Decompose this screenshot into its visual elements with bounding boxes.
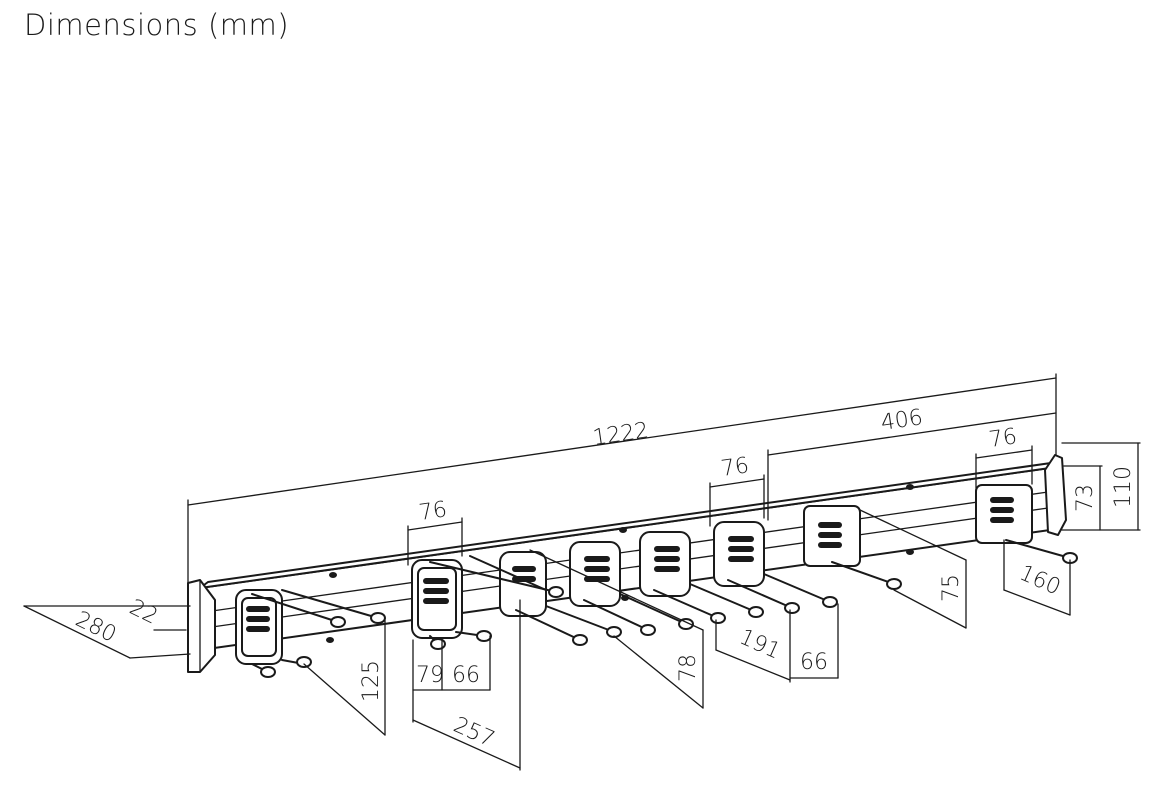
hook-bracket-6 xyxy=(713,521,765,587)
hook-bracket-2 xyxy=(411,559,463,639)
hook-bracket-1 xyxy=(235,589,283,665)
dim-label-191: 191 xyxy=(736,625,785,665)
right-end-cap xyxy=(1044,454,1067,536)
dim-label-66-mid: 66 xyxy=(800,650,828,675)
dim-label-76-left: 76 xyxy=(417,497,448,526)
dim-label-78: 78 xyxy=(676,654,701,682)
dim-label-75: 75 xyxy=(939,574,964,602)
dimension-lines xyxy=(23,373,1141,771)
dim-label-66-left: 66 xyxy=(452,663,480,688)
dim-label-406: 406 xyxy=(879,405,924,436)
left-end-cap xyxy=(187,579,216,673)
dim-label-110: 110 xyxy=(1111,466,1136,508)
dim-label-73: 73 xyxy=(1073,484,1098,512)
hook-bracket-7 xyxy=(803,505,861,567)
dim-label-1222: 1222 xyxy=(591,418,650,451)
dim-label-79: 79 xyxy=(416,663,444,688)
hook-rods xyxy=(251,539,1078,678)
hook-bracket-4 xyxy=(569,541,621,607)
dim-label-22: 22 xyxy=(125,595,161,630)
dim-label-125: 125 xyxy=(359,660,384,702)
dim-label-76-mid: 76 xyxy=(719,453,750,482)
hook-bracket-5 xyxy=(639,531,691,597)
page-title: Dimensions (mm) xyxy=(24,8,290,42)
dim-label-160: 160 xyxy=(1016,561,1065,601)
hook-bracket-8 xyxy=(975,484,1033,544)
dim-label-76-right: 76 xyxy=(987,424,1018,453)
